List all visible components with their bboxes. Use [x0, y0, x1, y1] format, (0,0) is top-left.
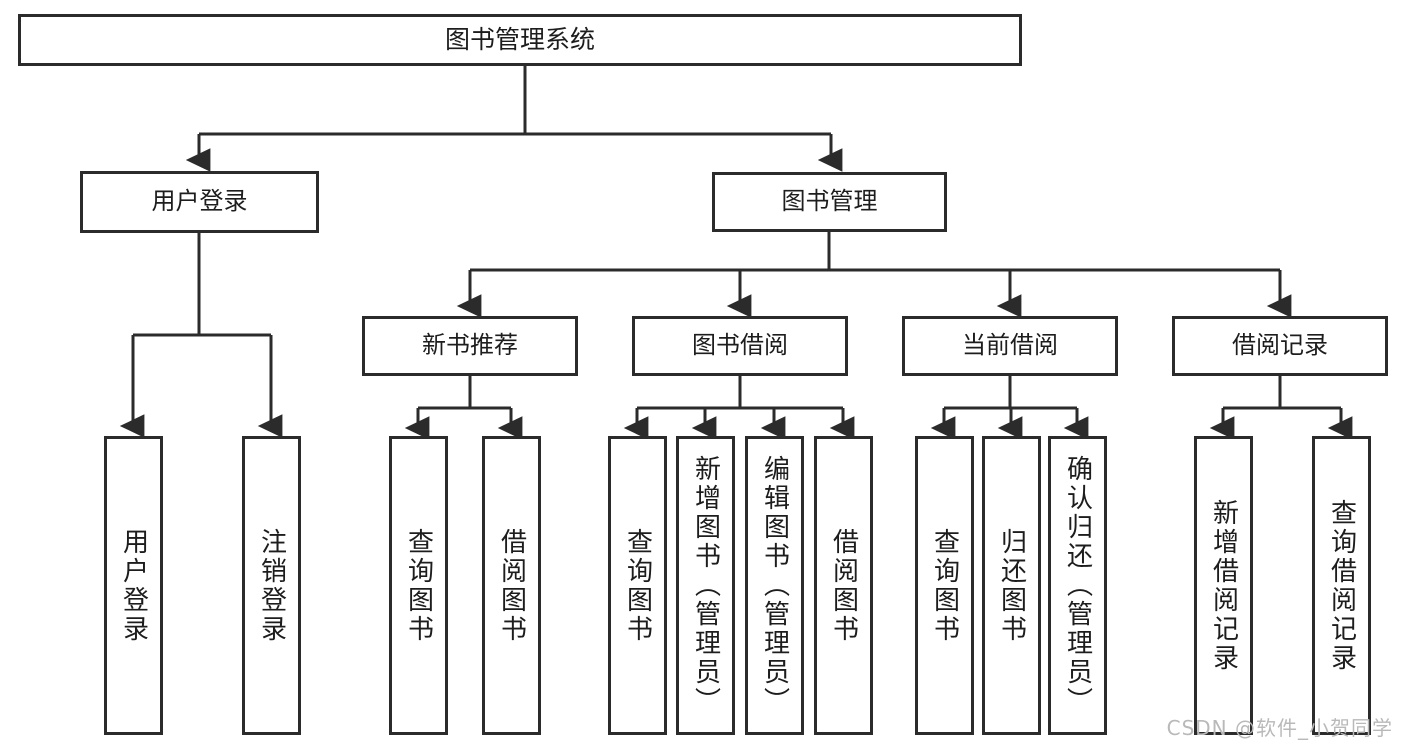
leaf-borrow-record-query[interactable]: 查询借阅记录: [1312, 436, 1371, 735]
node-label: 用户登录: [151, 187, 248, 216]
node-label: 借阅图书: [496, 527, 527, 644]
leaf-book-borrow-borrow[interactable]: 借阅图书: [814, 436, 873, 735]
node-book-management[interactable]: 图书管理: [712, 172, 947, 232]
node-label: 借阅记录: [1232, 331, 1328, 360]
leaf-current-borrow-return[interactable]: 归还图书: [982, 436, 1041, 735]
leaf-borrow-record-add[interactable]: 新增借阅记录: [1194, 436, 1253, 735]
node-label: 查询借阅记录: [1326, 498, 1357, 673]
node-label: 用户登录: [118, 527, 149, 644]
leaf-book-borrow-query[interactable]: 查询图书: [608, 436, 667, 735]
csdn-watermark: CSDN @软件_小贺同学: [1166, 716, 1393, 740]
node-label: 确认归还（管理员）: [1062, 455, 1093, 716]
leaf-book-borrow-edit[interactable]: 编辑图书（管理员）: [745, 436, 804, 735]
leaf-user-login-login[interactable]: 用户登录: [104, 436, 163, 735]
node-label: 新增图书（管理员）: [690, 455, 721, 716]
leaf-user-login-logout[interactable]: 注销登录: [242, 436, 301, 735]
node-label: 新增借阅记录: [1208, 498, 1239, 673]
node-label: 图书管理系统: [444, 24, 595, 54]
leaf-new-book-borrow[interactable]: 借阅图书: [482, 436, 541, 735]
node-label: 注销登录: [256, 527, 287, 644]
node-label: 查询图书: [622, 527, 653, 644]
node-new-book-recommend[interactable]: 新书推荐: [362, 316, 578, 376]
node-borrow-record[interactable]: 借阅记录: [1172, 316, 1388, 376]
node-label: 新书推荐: [422, 331, 518, 360]
node-root-system[interactable]: 图书管理系统: [18, 14, 1022, 66]
leaf-current-borrow-confirm-return[interactable]: 确认归还（管理员）: [1048, 436, 1107, 735]
leaf-book-borrow-add[interactable]: 新增图书（管理员）: [676, 436, 735, 735]
node-label: 查询图书: [929, 527, 960, 644]
node-label: 借阅图书: [828, 527, 859, 644]
node-label: 归还图书: [996, 527, 1027, 644]
leaf-current-borrow-query[interactable]: 查询图书: [915, 436, 974, 735]
node-label: 查询图书: [403, 527, 434, 644]
node-label: 图书借阅: [692, 331, 788, 360]
node-label: 当前借阅: [962, 331, 1058, 360]
node-current-borrow[interactable]: 当前借阅: [902, 316, 1118, 376]
node-user-login[interactable]: 用户登录: [80, 171, 319, 233]
node-label: 编辑图书（管理员）: [759, 455, 790, 716]
node-label: 图书管理: [781, 187, 878, 216]
node-book-borrow[interactable]: 图书借阅: [632, 316, 848, 376]
leaf-new-book-query[interactable]: 查询图书: [389, 436, 448, 735]
